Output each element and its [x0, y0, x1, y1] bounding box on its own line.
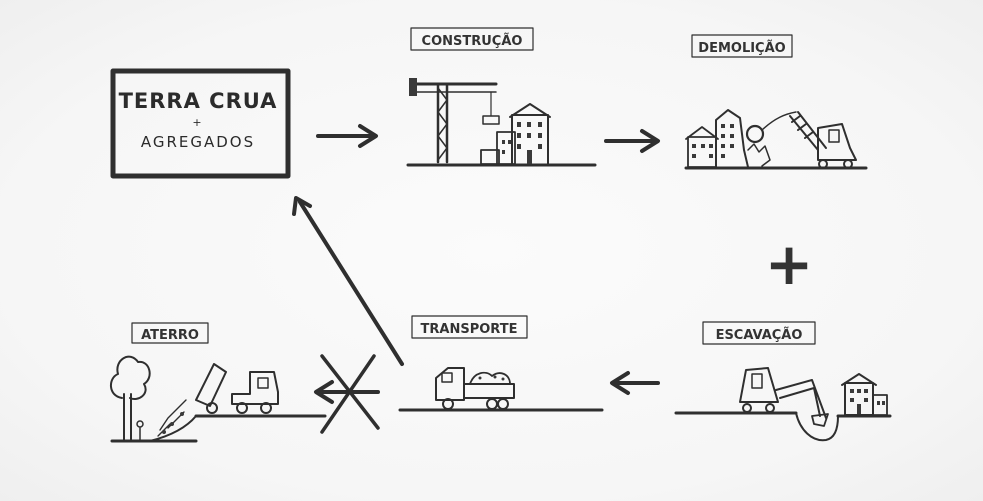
label-aterro-text: ATERRO [141, 328, 199, 343]
label-construcao: CONSTRUÇÃO [410, 27, 534, 51]
landfill-icon [110, 355, 327, 443]
label-demolicao-text: DEMOLIÇÃO [698, 40, 785, 56]
origin-box-title: TERRA CRUA [119, 89, 278, 113]
arrow-to-origin [292, 196, 404, 366]
excavator-icon [674, 367, 892, 442]
label-escavacao: ESCAVAÇÃO [702, 321, 816, 345]
origin-box: TERRA CRUA + AGREGADOS [110, 68, 291, 179]
label-transporte: TRANSPORTE [411, 315, 528, 339]
origin-box-plus: + [192, 116, 203, 129]
truck-icon [398, 367, 604, 412]
label-escavacao-text: ESCAVAÇÃO [716, 327, 803, 343]
arrow-to-aterro-crossed [314, 354, 380, 434]
plus-sign-text: + [765, 230, 814, 298]
plus-sign: + [765, 230, 814, 298]
label-aterro: ATERRO [131, 322, 209, 344]
label-demolicao: DEMOLIÇÃO [691, 34, 793, 58]
demolition-icon [684, 109, 868, 170]
label-transporte-text: TRANSPORTE [421, 322, 518, 337]
label-construcao-text: CONSTRUÇÃO [422, 33, 523, 49]
arrow-to-demolicao [604, 129, 660, 153]
origin-box-subtitle: AGREGADOS [141, 133, 255, 151]
arrow-to-transporte [610, 371, 660, 395]
crane-building-icon [406, 78, 597, 167]
arrow-to-construcao [316, 124, 378, 148]
